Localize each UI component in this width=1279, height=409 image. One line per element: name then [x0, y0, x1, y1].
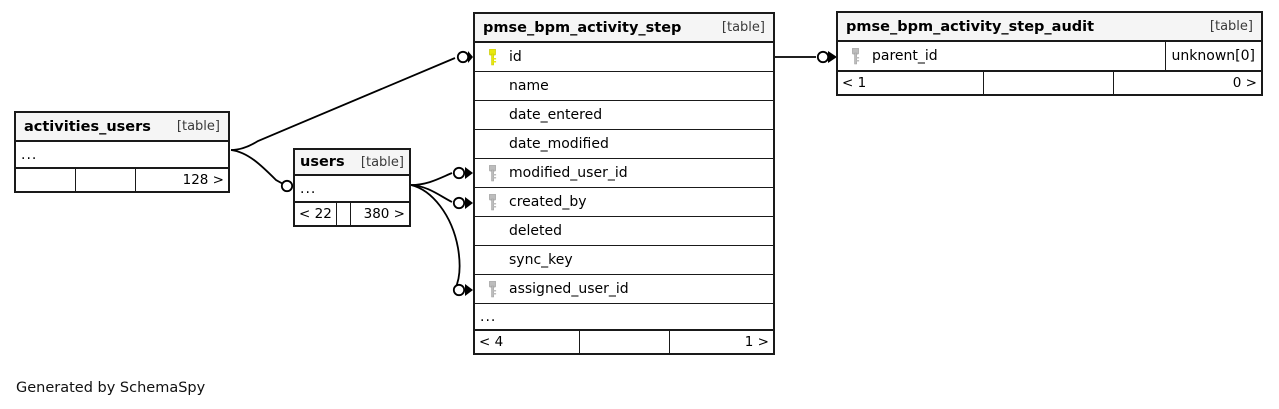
primary-key-icon: [475, 48, 509, 66]
table-header: pmse_bpm_activity_step [table]: [475, 14, 773, 43]
table-type-tag: [table]: [721, 20, 765, 35]
cardinality-zero-circle: [452, 166, 466, 180]
table-title: pmse_bpm_activity_step: [483, 19, 682, 36]
table-footer: < 22 380 >: [295, 202, 409, 225]
footer-middle-cell: [337, 203, 351, 225]
footer-middle-cell: [76, 169, 136, 191]
footer-parents-count: < 22: [295, 203, 337, 225]
table-header: activities_users [table]: [16, 113, 228, 142]
column-row-assigned-user-id[interactable]: assigned_user_id: [475, 275, 773, 304]
foreign-key-icon: [475, 193, 509, 211]
cardinality-zero-circle: [456, 50, 470, 64]
footer-middle-cell: [984, 72, 1114, 94]
column-row-sync-key[interactable]: sync_key: [475, 246, 773, 275]
table-title: pmse_bpm_activity_step_audit: [846, 18, 1095, 35]
column-row-parent-id[interactable]: parent_id unknown[0]: [838, 42, 1261, 71]
table-footer: 128 >: [16, 168, 228, 191]
column-name: assigned_user_id: [509, 281, 629, 297]
column-name: sync_key: [509, 252, 573, 268]
table-ellipsis-row: ...: [295, 176, 409, 202]
cardinality-zero-circle: [816, 50, 830, 64]
edge-activities-users-to-step-id: [230, 57, 456, 151]
table-ellipsis-row: ...: [475, 304, 773, 330]
footer-parents-count: [16, 169, 76, 191]
column-row-date-modified[interactable]: date_modified: [475, 130, 773, 159]
table-footer: < 1 0 >: [838, 71, 1261, 94]
column-row-id[interactable]: id: [475, 43, 773, 72]
footer-children-count: 0 >: [1232, 75, 1257, 91]
table-pmse-bpm-activity-step[interactable]: pmse_bpm_activity_step [table] id name d…: [473, 12, 775, 355]
table-title: users: [300, 154, 345, 170]
column-name: date_modified: [509, 136, 609, 152]
footer-children-count: 1 >: [744, 334, 769, 350]
column-row-date-entered[interactable]: date_entered: [475, 101, 773, 130]
footer-children-count: 128 >: [182, 172, 224, 188]
table-ellipsis-row: ...: [16, 142, 228, 168]
column-name: date_entered: [509, 107, 603, 123]
table-pmse-bpm-activity-step-audit[interactable]: pmse_bpm_activity_step_audit [table] par…: [836, 11, 1263, 96]
footer-parents-count: < 4: [475, 331, 580, 353]
column-name: parent_id: [872, 48, 938, 64]
foreign-key-icon: [838, 47, 872, 65]
cardinality-zero-circle: [452, 196, 466, 210]
column-row-deleted[interactable]: deleted: [475, 217, 773, 246]
column-name: id: [509, 49, 522, 65]
column-name: created_by: [509, 194, 587, 210]
cardinality-zero-circle: [452, 283, 466, 297]
column-name: modified_user_id: [509, 165, 628, 181]
column-type: unknown[0]: [1164, 42, 1261, 70]
table-type-tag: [table]: [176, 119, 220, 134]
table-type-tag: [table]: [360, 154, 404, 170]
footer-children-count: 380 >: [363, 206, 405, 222]
crowsfoot-marker: [465, 284, 473, 296]
crowsfoot-marker: [465, 197, 473, 209]
column-name: deleted: [509, 223, 562, 239]
table-header: users [table]: [295, 150, 409, 176]
table-footer: < 4 1 >: [475, 330, 773, 353]
table-type-tag: [table]: [1209, 19, 1253, 34]
footer-parents-count: < 1: [838, 72, 984, 94]
table-users[interactable]: users [table] ... < 22 380 >: [293, 148, 411, 227]
foreign-key-icon: [475, 280, 509, 298]
column-row-created-by[interactable]: created_by: [475, 188, 773, 217]
table-activities-users[interactable]: activities_users [table] ... 128 >: [14, 111, 230, 193]
table-header: pmse_bpm_activity_step_audit [table]: [838, 13, 1261, 42]
column-row-modified-user-id[interactable]: modified_user_id: [475, 159, 773, 188]
edge-activities-users-to-users: [230, 149, 286, 186]
column-row-name[interactable]: name: [475, 72, 773, 101]
table-title: activities_users: [24, 118, 151, 135]
cardinality-zero-circle: [280, 179, 294, 193]
footer-middle-cell: [580, 331, 670, 353]
generated-by-note: Generated by SchemaSpy: [16, 380, 206, 396]
crowsfoot-marker: [465, 167, 473, 179]
edge-users-to-created-by: [410, 184, 453, 203]
edge-users-to-assigned-user-id: [410, 184, 461, 290]
column-name: name: [509, 78, 549, 94]
foreign-key-icon: [475, 164, 509, 182]
edge-users-to-modified-user-id: [410, 172, 453, 186]
